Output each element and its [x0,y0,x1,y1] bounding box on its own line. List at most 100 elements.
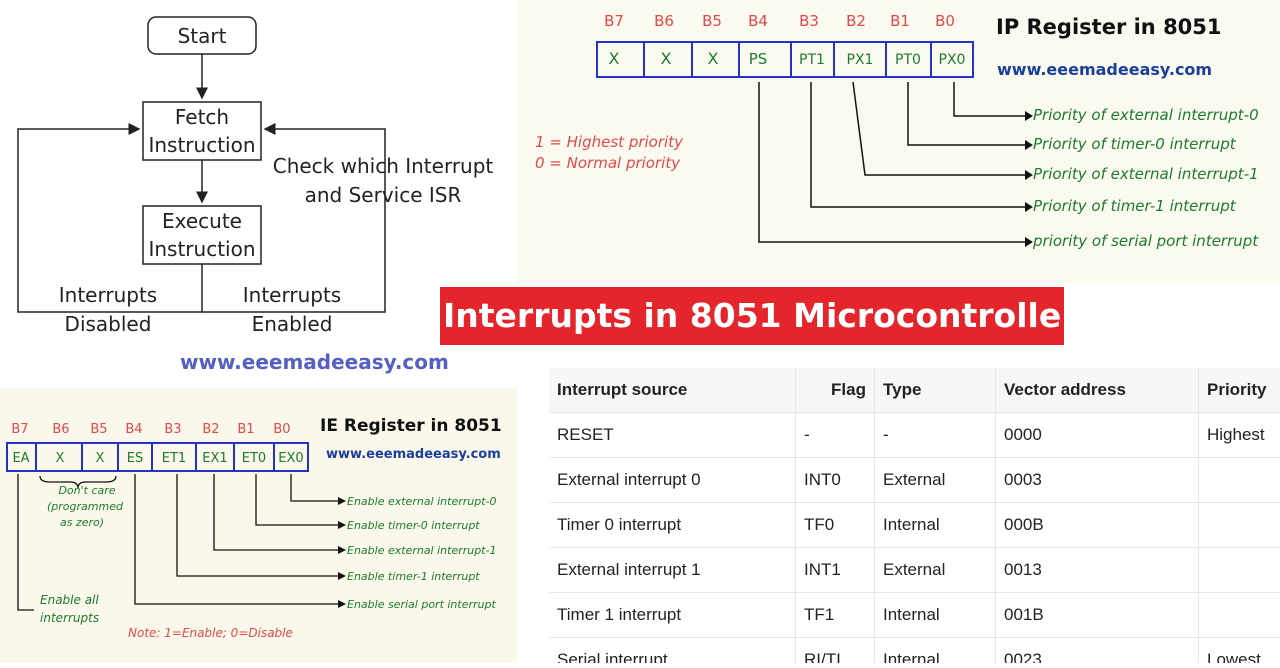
ie-register-title: IE Register in 8051 [320,416,502,436]
cell-source: RESET [549,413,796,458]
ie-bit-label-b7: B7 [11,422,28,437]
watermark: www.eeemadeeasy.com [180,350,449,374]
table-row: Serial interrupt RI/TI Internal 0023 Low… [549,638,1280,664]
ie-descriptions: Enable external interrupt-0 Enable timer… [347,495,497,611]
table-row: Timer 1 interrupt TF1 Internal 001B [549,593,1280,638]
ie-bit-6: X [56,451,65,466]
header-type: Type [875,368,996,413]
cell-source: Serial interrupt [549,638,796,664]
cell-type: Internal [875,593,996,638]
ie-bit-label-b2: B2 [202,422,219,437]
ie-bit-label-b3: B3 [164,422,181,437]
ip-desc-px0: Priority of external interrupt-0 [1033,106,1259,124]
header-flag: Flag [796,368,875,413]
cell-vector: 0013 [996,548,1199,593]
ie-bit-ex1: EX1 [202,451,227,466]
cell-priority [1199,548,1280,593]
ie-bit-label-b1: B1 [237,422,254,437]
ip-register-panel: IP Register in 8051 www.eeemadeeasy.com … [517,0,1280,283]
ip-legend-1: 1 = Highest priority [535,133,684,151]
ip-bit-ps: PS [749,50,768,68]
dont-care-2: (programmed [47,500,124,513]
ip-bit-label-b4: B4 [748,12,768,30]
ie-bit-label-b0: B0 [273,422,290,437]
table-header-row: Interrupt source Flag Type Vector addres… [549,368,1280,413]
ip-bit-7: X [609,49,620,68]
ie-bit-labels: B7 B6 B5 B4 B3 B2 B1 B0 [11,422,290,437]
ip-bit-label-b5: B5 [702,12,722,30]
start-label: Start [178,24,227,48]
dont-care-3: as zero) [60,516,104,529]
ip-bit-pt0: PT0 [895,52,921,68]
enable-all-2: interrupts [40,611,99,625]
cell-priority: Highest [1199,413,1280,458]
check-label-1: Check which Interrupt [273,154,494,178]
ie-bit-et1: ET1 [162,451,186,466]
execute-label-1: Execute [162,209,242,233]
ie-desc-et1: Enable timer-1 interrupt [347,570,480,583]
cell-flag: INT0 [796,458,875,503]
cell-source: External interrupt 0 [549,458,796,503]
ie-website: www.eeemadeeasy.com [326,447,501,462]
ip-register-svg: IP Register in 8051 www.eeemadeeasy.com … [517,0,1280,283]
cell-priority [1199,593,1280,638]
cell-source: Timer 1 interrupt [549,593,796,638]
cell-vector: 0003 [996,458,1199,503]
ip-desc-pt1: Priority of timer-1 interrupt [1033,197,1237,215]
cell-flag: RI/TI [796,638,875,664]
ip-bit-label-b6: B6 [654,12,674,30]
ie-bit-label-b6: B6 [52,422,69,437]
cell-priority: Lowest [1199,638,1280,664]
cell-priority [1199,458,1280,503]
ip-legend-2: 0 = Normal priority [535,154,681,172]
cell-vector: 0023 [996,638,1199,664]
cell-type: Internal [875,503,996,548]
ip-bit-pt1: PT1 [799,52,825,68]
table-row: RESET - - 0000 Highest [549,413,1280,458]
disabled-label-2: Disabled [65,312,152,336]
ip-website: www.eeemadeeasy.com [997,60,1212,79]
ie-desc-ex0: Enable external interrupt-0 [347,495,497,508]
cell-priority [1199,503,1280,548]
ie-desc-es: Enable serial port interrupt [347,598,496,611]
fetch-label-1: Fetch [175,105,229,129]
cell-flag: TF1 [796,593,875,638]
ip-bit-6: X [661,49,672,68]
ip-bit-5: X [708,49,719,68]
ip-bit-labels: B7 B6 B5 B4 B3 B2 B1 B0 [604,12,955,30]
ie-bit-label-b5: B5 [90,422,107,437]
header-vector-address: Vector address [996,368,1199,413]
interrupt-table: Interrupt source Flag Type Vector addres… [549,368,1280,663]
disabled-label-1: Interrupts [59,283,157,307]
ip-bit-label-b1: B1 [890,12,910,30]
ie-register-panel: IE Register in 8051 www.eeemadeeasy.com … [0,388,517,663]
ip-arrowheads [1025,111,1033,247]
ip-bit-label-b0: B0 [935,12,955,30]
ip-bit-px1: PX1 [847,52,874,68]
ip-desc-ps: priority of serial port interrupt [1032,232,1259,250]
ie-bit-5: X [96,451,105,466]
cell-vector: 001B [996,593,1199,638]
ip-bit-label-b3: B3 [799,12,819,30]
cell-source: External interrupt 1 [549,548,796,593]
ip-register-title: IP Register in 8051 [996,15,1222,39]
ie-arrowheads [338,497,346,608]
execute-label-2: Instruction [148,237,255,261]
ip-desc-px1: Priority of external interrupt-1 [1033,165,1259,183]
enable-all-1: Enable all [40,593,99,607]
ip-bit-label-b2: B2 [846,12,866,30]
header-interrupt-source: Interrupt source [549,368,796,413]
cell-flag: - [796,413,875,458]
enabled-label-1: Interrupts [243,283,341,307]
cell-type: External [875,548,996,593]
ip-descriptions: Priority of external interrupt-0 Priorit… [1032,106,1259,250]
ip-bit-px0: PX0 [939,52,966,68]
ie-register-svg: IE Register in 8051 www.eeemadeeasy.com … [0,388,517,663]
header-priority: Priority [1199,368,1280,413]
main-title: Interrupts in 8051 Microcontroller [440,287,1064,345]
ie-note: Note: 1=Enable; 0=Disable [128,626,293,640]
ie-register-bits: EA X X ES ET1 EX1 ET0 EX0 [12,451,303,466]
interrupt-table-container: Interrupt source Flag Type Vector addres… [549,368,1280,663]
ip-register-bits: X X X PS PT1 PX1 PT0 PX0 [609,49,966,68]
ip-desc-pt0: Priority of timer-0 interrupt [1033,135,1237,153]
